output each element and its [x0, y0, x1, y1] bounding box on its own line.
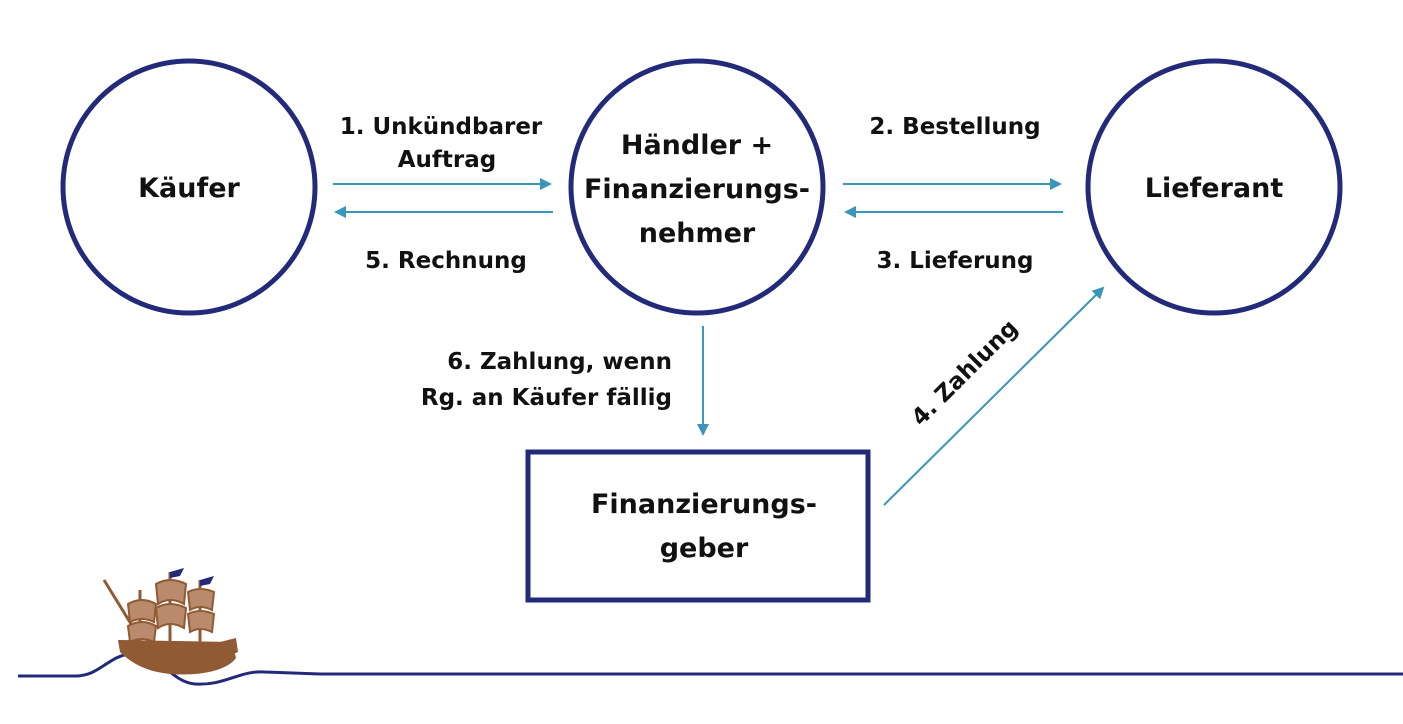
kaeufer-label: Käufer — [138, 173, 240, 204]
lieferant-node — [1085, 58, 1343, 316]
haendler-node — [568, 58, 826, 316]
finanzierungsgeber-node — [525, 449, 871, 603]
zahlung-faellig-label-line2: Rg. an Käufer fällig — [421, 385, 672, 411]
lieferung-label: 3. Lieferung — [876, 248, 1033, 274]
auftrag-label-line1: 1. Unkündbarer — [340, 114, 543, 140]
zahlung-label: 4. Zahlung — [907, 315, 1023, 431]
auftrag-label-line2: Auftrag — [398, 147, 497, 173]
haendler-label-line1: Händler + — [621, 130, 773, 161]
finanzierungsgeber-label-line2: geber — [660, 533, 749, 564]
finanzierungsgeber-label-line1: Finanzierungs- — [591, 489, 817, 520]
haendler-label-line3: nehmer — [639, 218, 756, 249]
haendler-label-line2: Finanzierungs- — [584, 174, 810, 205]
zahlung-faellig-label-line1: 6. Zahlung, wenn — [447, 349, 672, 375]
kaeufer-node — [60, 58, 318, 316]
rechnung-label: 5. Rechnung — [365, 248, 527, 274]
bestellung-label: 2. Bestellung — [869, 114, 1040, 140]
lieferant-label: Lieferant — [1145, 173, 1284, 204]
ship-logo-icon — [102, 568, 238, 675]
zahlung-arrow — [883, 286, 1105, 506]
